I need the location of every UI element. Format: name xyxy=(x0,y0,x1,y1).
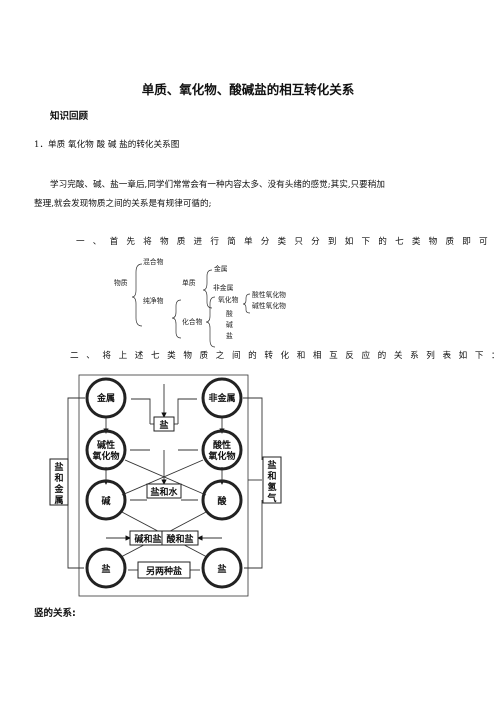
tree-brace-element xyxy=(202,269,213,309)
label-acidic-oxide-1: 酸性 xyxy=(213,439,231,451)
paragraph-line-1: 学习完酸、碱、盐一章后,同学们常常会有一种内容太多、没有头绪的感觉;其实,只要稍… xyxy=(50,180,385,190)
left-side-1: 盐 xyxy=(54,461,63,473)
label-salt-top: 盐 xyxy=(159,419,168,431)
step-1: 一、首先将物质进行简单分类只分到如下的七类物质即可 xyxy=(76,237,496,247)
tree-acid: 酸 xyxy=(226,309,233,318)
item-1: 1．单质 氧化物 酸 碱 盐的转化关系图 xyxy=(34,140,180,150)
left-side-2: 和 xyxy=(53,472,63,484)
tree-brace-oxide xyxy=(242,293,251,314)
left-side-3: 金 xyxy=(53,483,64,495)
right-side-3: 氢 xyxy=(267,481,276,493)
box-left-side xyxy=(49,458,69,506)
node-acidic-oxide xyxy=(201,429,243,471)
left-side-4: 属 xyxy=(53,494,63,506)
box-two-salts xyxy=(137,561,191,579)
label-acidic-oxide-2: 氧化物 xyxy=(207,450,235,462)
node-acid xyxy=(201,479,243,521)
tree-brace-matter xyxy=(131,263,143,327)
right-side-2: 和 xyxy=(266,470,276,482)
tree-pure: 纯净物 xyxy=(143,296,164,305)
label-acid-salt: 酸和盐 xyxy=(166,533,193,545)
node-nonmetal xyxy=(201,377,243,419)
label-base: 碱 xyxy=(101,495,110,507)
tree-base-oxide: 碱性氧化物 xyxy=(252,301,286,310)
tree-nonmetal: 非金属 xyxy=(213,283,234,292)
node-basic-oxide xyxy=(85,429,127,471)
tree-base: 碱 xyxy=(226,321,233,329)
box-salt-top xyxy=(153,416,175,432)
footer-heading: 竖的关系: xyxy=(34,608,76,619)
node-salt-right xyxy=(201,547,243,589)
label-basic-oxide-1: 碱性 xyxy=(97,439,115,451)
right-side-4: 气 xyxy=(266,492,276,504)
tree-matter: 物质 xyxy=(114,278,128,287)
page-title: 单质、氧化物、酸碱盐的相互转化关系 xyxy=(141,82,355,97)
tree-metal: 金属 xyxy=(214,264,228,273)
tree-compound: 化合物 xyxy=(182,317,203,326)
tree-element: 单质 xyxy=(182,278,196,287)
tree-mixture: 混合物 xyxy=(143,257,164,266)
section-heading: 知识回顾 xyxy=(50,111,89,122)
box-right-side xyxy=(262,456,282,504)
tree-acid-oxide: 酸性氧化物 xyxy=(252,290,286,299)
label-salt-water: 盐和水 xyxy=(150,486,178,498)
label-acid: 酸 xyxy=(217,495,227,507)
paragraph-line-2: 整理,就会发现物质之间的关系是有规律可循的; xyxy=(34,199,212,209)
node-metal xyxy=(85,377,127,419)
box-acid-salt xyxy=(161,530,199,546)
label-salt-left: 盐 xyxy=(101,563,110,575)
label-salt-right: 盐 xyxy=(217,563,226,575)
node-salt-left xyxy=(85,547,127,589)
right-side-1: 盐 xyxy=(267,459,276,471)
tree-oxide: 氧化物 xyxy=(218,295,239,304)
step-2: 二、将上述七类物质之间的转化和相互反应的关系列表如下： xyxy=(70,351,496,361)
label-nonmetal: 非金属 xyxy=(208,392,235,404)
node-base xyxy=(85,479,127,521)
label-base-salt: 碱和盐 xyxy=(134,533,161,545)
tree-brace-pure xyxy=(171,299,182,339)
tree-salt: 盐 xyxy=(226,331,233,340)
label-metal: 金属 xyxy=(96,392,115,404)
box-salt-water xyxy=(146,483,182,499)
label-two-salts: 另两种盐 xyxy=(146,565,182,577)
diagram-frame xyxy=(78,374,249,597)
label-basic-oxide-2: 氧化物 xyxy=(91,450,119,462)
tree-brace-compound xyxy=(205,296,216,348)
